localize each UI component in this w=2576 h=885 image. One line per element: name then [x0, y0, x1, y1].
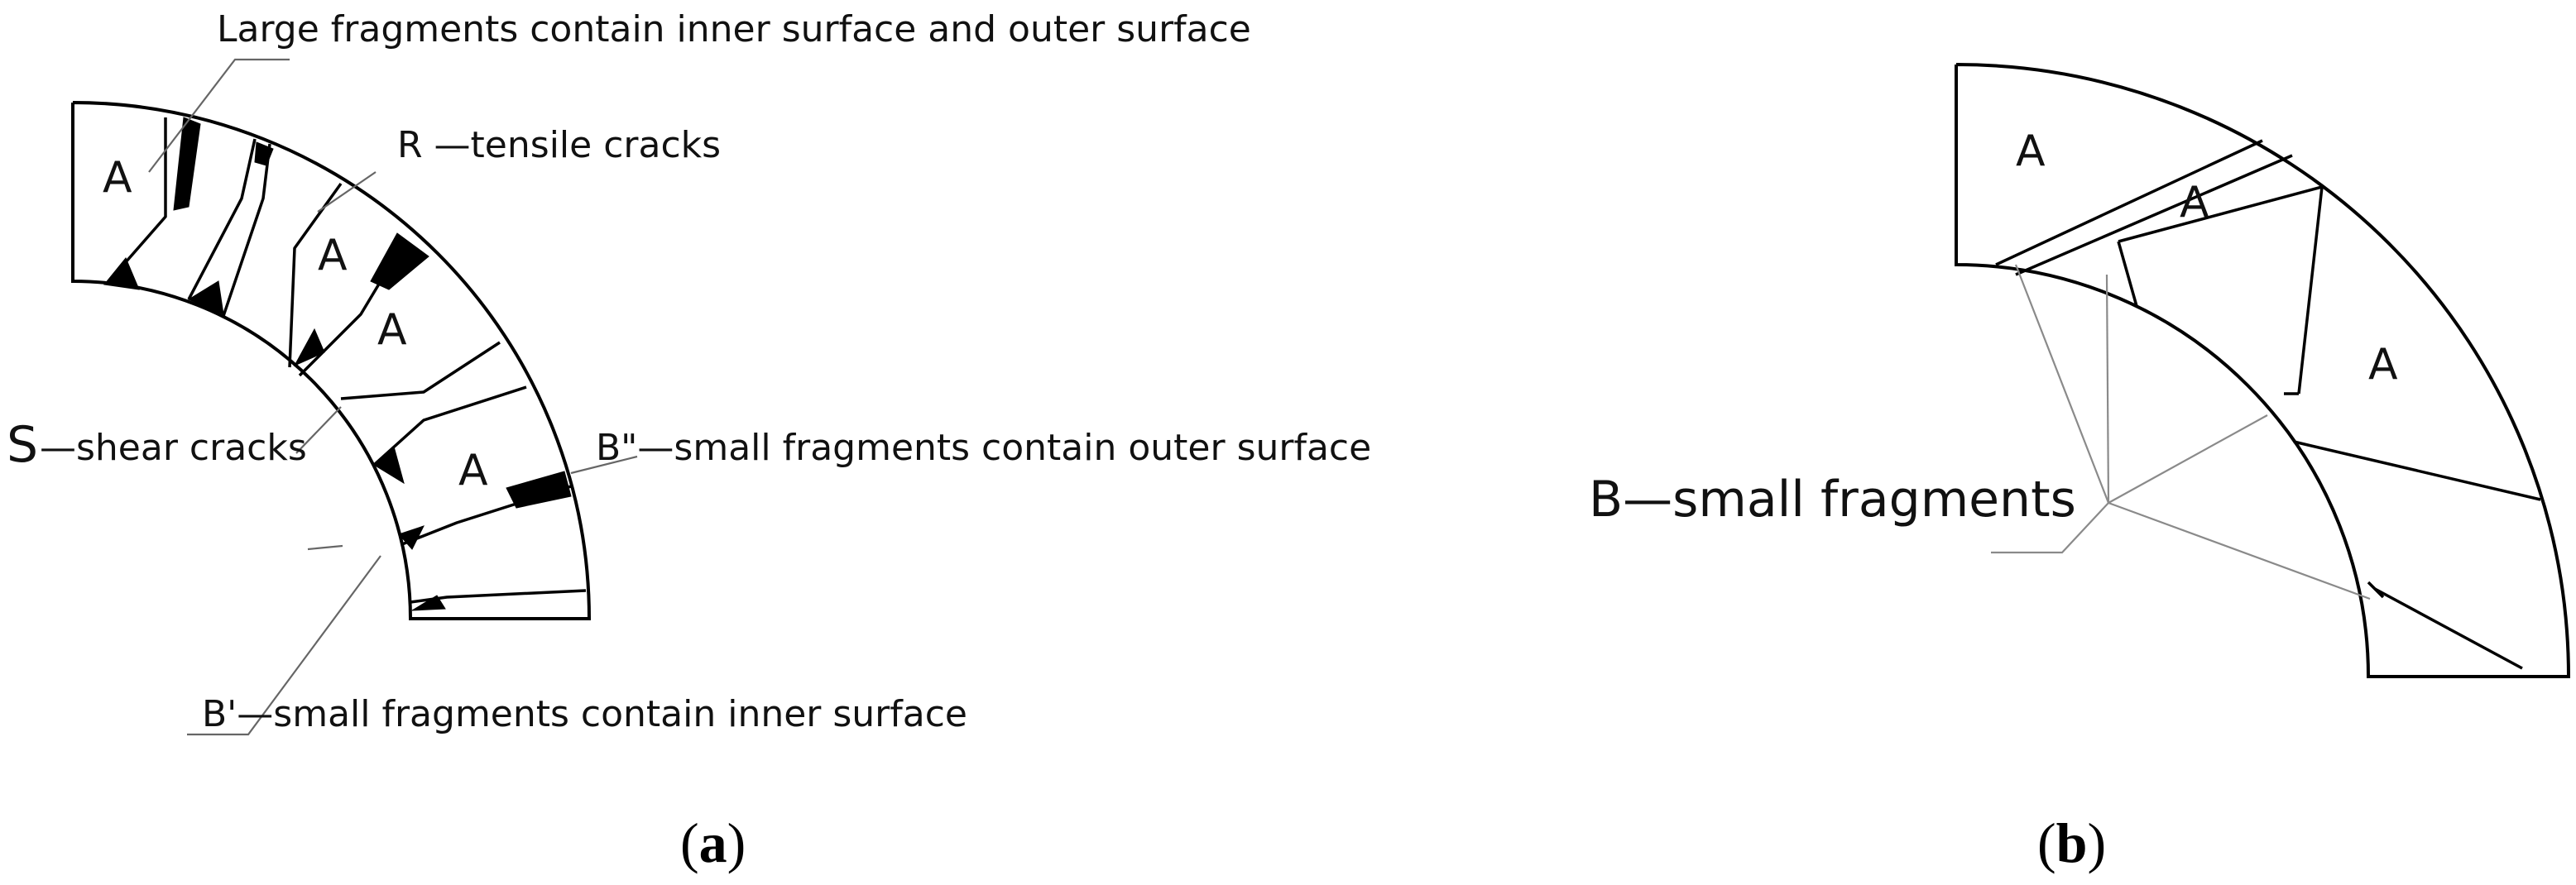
- leader-line: [295, 406, 342, 454]
- fragment-mark: A: [2016, 127, 2046, 176]
- ray-line: [2014, 264, 2110, 504]
- panel-b-cracks: [1995, 139, 2541, 670]
- ray-line: [2105, 274, 2110, 504]
- large-fragments-label: Large fragments contain inner surface an…: [217, 8, 1251, 50]
- crack-wedge: [506, 471, 572, 509]
- ray-line: [2108, 501, 2371, 600]
- crack-line: [2374, 587, 2523, 670]
- inner-surface-fragments-label: B'—small fragments contain inner surface: [202, 693, 967, 735]
- fragment-mark: A: [2180, 178, 2209, 227]
- crack-line: [410, 589, 587, 604]
- fragment-mark: A: [458, 446, 488, 495]
- tensile-cracks-label: R —tensile cracks: [397, 124, 721, 166]
- crack-wedge: [373, 446, 405, 485]
- crack-wedge: [370, 232, 429, 290]
- crack-line: [2293, 440, 2541, 501]
- crack-line: [288, 182, 343, 368]
- crack-line: [372, 385, 527, 466]
- leader-line: [317, 171, 377, 213]
- leader-line: [187, 555, 381, 736]
- ray-line: [1991, 502, 2109, 554]
- panel-a-leaders: [148, 58, 638, 736]
- fragment-mark: A: [318, 231, 348, 280]
- crack-wedge: [103, 257, 140, 290]
- fragment-mark: A: [2368, 340, 2398, 390]
- crack-line: [1995, 139, 2263, 266]
- crack-line: [2367, 581, 2385, 599]
- leader-line: [570, 455, 638, 475]
- crack-line: [2297, 186, 2324, 395]
- crack-wedge: [398, 525, 425, 550]
- crack-wedge: [173, 117, 201, 211]
- crack-wedge: [187, 280, 224, 315]
- leader-line: [148, 58, 290, 173]
- crack-wedge: [411, 595, 446, 611]
- crack-line: [187, 138, 257, 300]
- small-fragments-label: B—small fragments: [1589, 471, 2076, 529]
- crack-line: [2015, 154, 2293, 276]
- shear-cracks-letter: S: [7, 416, 38, 474]
- fragment-mark: A: [103, 153, 132, 203]
- panel-a-ring-outline: [71, 101, 592, 620]
- fragment-mark: A: [377, 305, 407, 355]
- panel-a: A A A A Large fragments contain inner su…: [7, 8, 1371, 874]
- leader-line: [307, 544, 343, 551]
- crack-wedge: [254, 141, 274, 166]
- crack-wedge: [293, 328, 325, 367]
- crack-line: [340, 341, 501, 400]
- panel-b-rays: [1991, 264, 2371, 600]
- outer-surface-fragments-label: B"—small fragments contain outer surface: [596, 427, 1371, 469]
- panel-b-caption: (b): [2037, 811, 2106, 874]
- panel-a-wedges: [103, 117, 572, 611]
- ray-line: [2108, 414, 2268, 504]
- crack-line: [2118, 185, 2323, 243]
- shear-cracks-label: —shear cracks: [40, 427, 307, 469]
- panel-b: A A A B—small fragments (b): [1589, 63, 2571, 874]
- panel-b-ring-outline: [1955, 63, 2571, 678]
- panel-a-caption: (a): [680, 811, 746, 874]
- crack-line: [2117, 241, 2138, 307]
